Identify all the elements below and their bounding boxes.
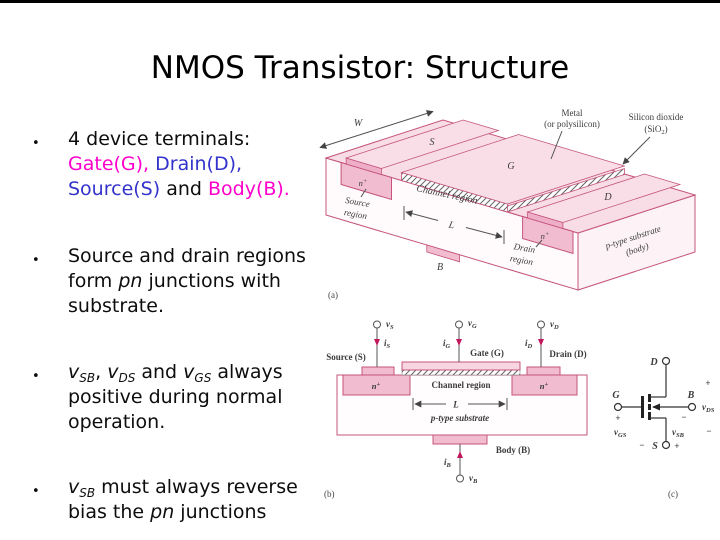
source-terminal-label: S (430, 137, 435, 148)
n-plus-source-label: n+ (359, 178, 368, 188)
source-label: Source (S) (326, 352, 366, 362)
vds-plus-sign: + (705, 378, 710, 388)
drain-strip (526, 173, 682, 230)
bullet-line: positive during normal (68, 386, 283, 408)
diagram-b-cross-section: vS vG vD vB iS iG iD iB Source (S) Gate … (324, 318, 588, 499)
mosfet-symbol (613, 356, 697, 450)
silicon-dioxide-label-2: (SiO2) (644, 124, 667, 136)
nmos-diagrams: W S G D B n+ n+ Source region Channel re… (319, 108, 715, 499)
ib-label: iB (444, 457, 452, 469)
gate-strip (400, 134, 626, 213)
bullet-line: vSB must always reverse (68, 476, 298, 500)
source-strip (344, 119, 500, 176)
l-dimension-b (412, 398, 508, 410)
source-symbol-label: S (652, 441, 658, 452)
bullet-dot: • (32, 369, 40, 384)
gate-label: Gate (G) (470, 348, 504, 358)
l-dimension-label: L (447, 219, 456, 231)
bullet-line: Source and drain regions (68, 245, 306, 267)
bullet-item-pn-junctions: • Source and drain regions form pn junct… (32, 244, 368, 319)
bullet-line: Gate(G), Drain(D), (68, 153, 243, 175)
drain-region-leader (535, 239, 543, 248)
vsb-label: vSB (672, 427, 685, 439)
l-dimension-label-b: L (452, 400, 459, 410)
bullet-item-reverse-bias: • vSB must always reverse bias the pn ju… (32, 475, 368, 525)
caption-a: (a) (328, 290, 338, 300)
body-arrow (652, 403, 660, 411)
vgs-label: vGS (614, 427, 627, 439)
metal-label: Metal (562, 108, 583, 118)
current-arrows (374, 339, 544, 458)
drain-region-label-2: region (509, 253, 534, 267)
gate-oxide (401, 369, 521, 376)
is-label: iS (384, 338, 391, 350)
n-plus-drain-label: n+ (541, 231, 550, 241)
bullet-item-voltages: • vSB, vDS and vGS always positive durin… (32, 360, 368, 435)
w-dimension-label: W (354, 118, 364, 129)
source-contact (361, 366, 395, 376)
body-symbol-label: B (687, 390, 695, 401)
ig-label: iG (443, 338, 451, 350)
l-dimension (403, 206, 505, 244)
bullet-line: form pn junctions with (68, 270, 281, 292)
vsb-minus-sign: − (681, 412, 686, 422)
vsb-plus-sign: + (674, 441, 679, 451)
vb-label: vB (469, 473, 478, 485)
page-title: NMOS Transistor: Structure (150, 50, 570, 86)
vgs-plus-sign: + (615, 413, 620, 423)
bullet-dot: • (32, 484, 40, 499)
drain-terminal-label: D (603, 192, 612, 203)
diagram-a-3d-view: W S G D B n+ n+ Source region Channel re… (319, 108, 697, 300)
top-border (0, 0, 720, 3)
substrate-label-b: p-type substrate (430, 413, 489, 423)
gate-symbol-label: G (612, 390, 620, 401)
bullet-line: vSB, vDS and vGS always (68, 361, 283, 385)
drain-label: Drain (D) (549, 349, 586, 359)
body-terminal-label: B (437, 262, 443, 273)
silicon-dioxide-arrow (622, 136, 651, 165)
n-plus-drain-well-label: n+ (540, 381, 549, 391)
body-contact-pad (426, 244, 461, 263)
bullet-line: Source(S) and Body(B). (68, 178, 290, 200)
drain-region-label: Drain (512, 241, 536, 255)
vs-label: vS (386, 319, 394, 331)
body-contact (432, 434, 488, 445)
gate-terminal-label: G (507, 161, 514, 172)
bullet-dot: • (32, 136, 40, 151)
channel-region-label-b: Channel region (431, 380, 490, 390)
silicon-dioxide-label: Silicon dioxide (629, 112, 684, 122)
diagram-c-circuit-symbol: D G B S + vGS − − vSB + + vDS − (c) (612, 356, 715, 499)
drain-contact (526, 366, 561, 376)
bullet-dot: • (32, 253, 40, 268)
w-dimension (319, 110, 434, 149)
gate-electrode (401, 361, 521, 371)
caption-c: (c) (668, 489, 678, 499)
source-region-label-2: region (343, 207, 368, 221)
drain-symbol-label: D (649, 357, 657, 368)
vd-label: vD (550, 319, 559, 331)
bullet-line: bias the pn junctions (68, 501, 267, 523)
body-label: Body (B) (496, 445, 530, 455)
n-plus-source-well-label: n+ (372, 381, 381, 391)
vgs-minus-sign: − (639, 440, 644, 450)
metal-label-2: (or polysilicon) (544, 119, 600, 129)
source-region-label: Source (345, 195, 371, 209)
bullet-line: 4 device terminals: (68, 128, 251, 150)
vg-label: vG (468, 318, 477, 330)
source-region-leader (360, 188, 367, 198)
vds-minus-sign: − (706, 426, 711, 436)
bullet-line: operation. (68, 411, 166, 433)
bullet-line: substrate. (68, 295, 164, 317)
id-label: iD (525, 338, 533, 350)
metal-leader (550, 130, 563, 160)
bullet-item-terminals: • 4 device terminals: Gate(G), Drain(D),… (32, 127, 368, 202)
vds-label: vDS (702, 402, 715, 414)
caption-b: (b) (324, 489, 335, 499)
